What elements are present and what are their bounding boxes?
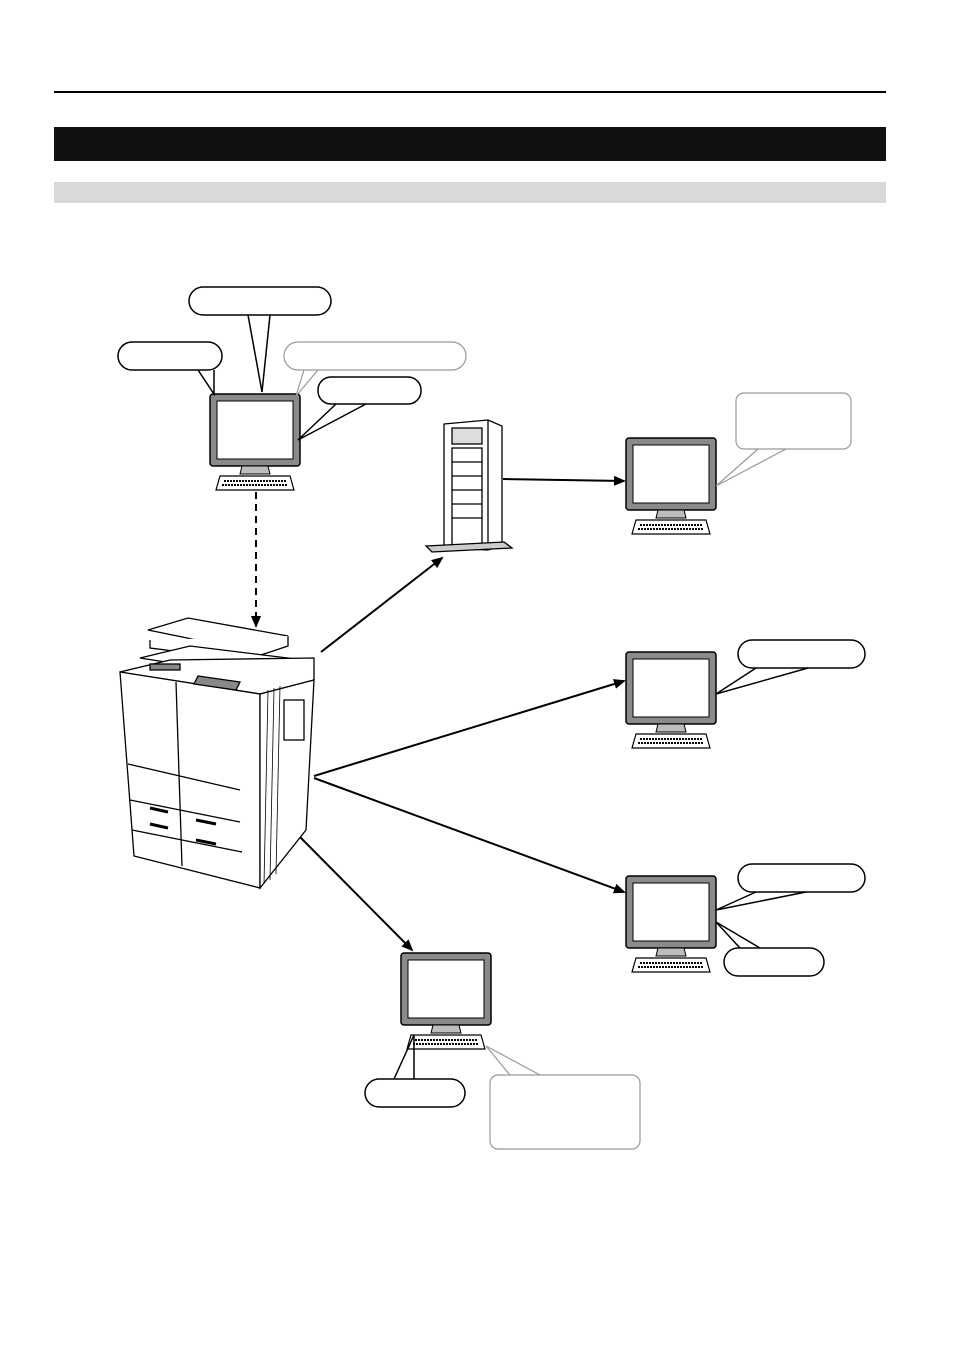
callout-right-lower-bottom	[715, 921, 825, 977]
callout-top-right-small	[297, 376, 422, 441]
callout-right-lower-top	[715, 863, 866, 911]
callout-top-right-gray	[283, 341, 467, 397]
link-copier-to-pc-bottom	[298, 835, 414, 952]
pc-right-middle-icon	[625, 651, 717, 749]
pc-right-top-icon	[625, 437, 717, 535]
server-illustration	[424, 419, 514, 553]
section-title-bar	[54, 127, 886, 161]
link-server-to-pc-right-top	[502, 475, 626, 486]
link-copier-to-pc-right-middle	[313, 679, 626, 777]
callout-bottom-right	[485, 1045, 641, 1150]
copier-illustration	[119, 617, 315, 890]
header-rule	[54, 91, 886, 93]
pc-right-lower-icon	[625, 875, 717, 973]
pc-top-icon	[209, 393, 301, 491]
callout-bottom-left	[364, 1034, 466, 1108]
link-copier-to-server	[320, 556, 444, 653]
pc-bottom-icon	[400, 952, 492, 1050]
callout-top-center	[188, 286, 332, 393]
subsection-title-bar	[54, 182, 886, 203]
callout-top-left	[117, 341, 223, 397]
callout-right-middle	[715, 639, 866, 695]
link-copier-to-pc-right-lower	[313, 777, 626, 894]
callout-right-top	[715, 392, 852, 487]
